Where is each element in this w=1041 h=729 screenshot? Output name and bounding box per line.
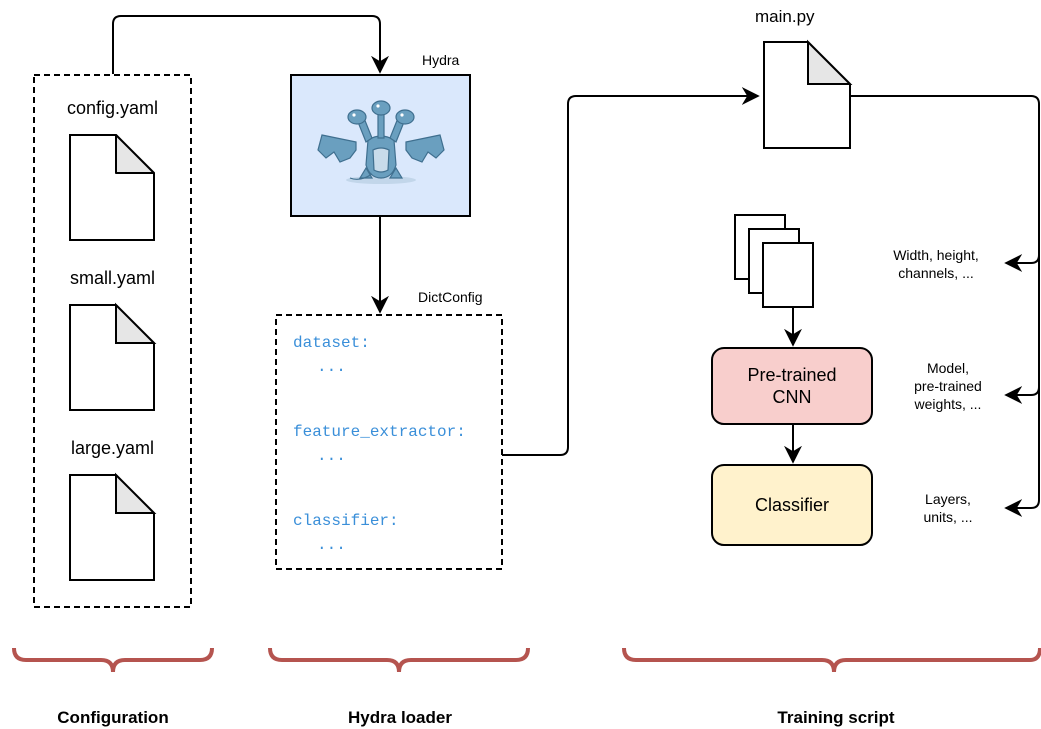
large-yaml-label: large.yaml (70, 438, 155, 458)
arrow-to-image-inputs (1004, 254, 1040, 272)
main-py-label: main.py (755, 7, 815, 26)
config-yaml-label: config.yaml (66, 98, 159, 118)
hydra-loader-section-label: Hydra loader (348, 708, 452, 727)
arrow-to-model-inputs (1004, 386, 1040, 404)
dict-ellipsis-classifier: ... (317, 536, 346, 554)
main-py-file-icon (763, 39, 853, 149)
dict-key-classifier: classifier: (293, 512, 399, 530)
arrow-dictconfig-to-main (502, 87, 760, 456)
configuration-brace (12, 647, 214, 673)
dictconfig-label: DictConfig (418, 289, 483, 305)
large-file-icon (69, 472, 157, 581)
hydra-logo-icon (317, 100, 445, 184)
classifier-box (711, 464, 873, 546)
arrow-main-to-inputs (850, 95, 1040, 509)
configuration-container (33, 74, 192, 608)
training-script-brace (622, 647, 1041, 673)
dict-ellipsis-dataset: ... (317, 358, 346, 376)
image-stack-icon (734, 214, 814, 308)
model-inputs-label: Model, pre-trained weights, ... (914, 360, 982, 412)
config-file-icon (69, 134, 155, 241)
training-script-section-label: Training script (777, 708, 895, 727)
dictconfig-box (275, 314, 503, 570)
dict-key-feature-extractor: feature_extractor: (293, 423, 466, 441)
hydra-label: Hydra (422, 52, 460, 68)
small-file-icon (69, 302, 157, 411)
dict-ellipsis-feature-extractor: ... (317, 447, 346, 465)
dict-key-dataset: dataset: (293, 334, 370, 352)
image-inputs-label: Width, height, channels, ... (893, 247, 979, 281)
classifier-label: Classifier (754, 495, 829, 515)
pretrained-cnn-label: Pre-trained CNN (747, 365, 837, 407)
arrow-config-to-hydra (112, 15, 389, 74)
configuration-section-label: Configuration (57, 708, 169, 727)
classifier-inputs-label: Layers, units, ... (923, 491, 973, 525)
small-yaml-label: small.yaml (69, 268, 155, 288)
hydra-loader-brace (268, 647, 530, 673)
